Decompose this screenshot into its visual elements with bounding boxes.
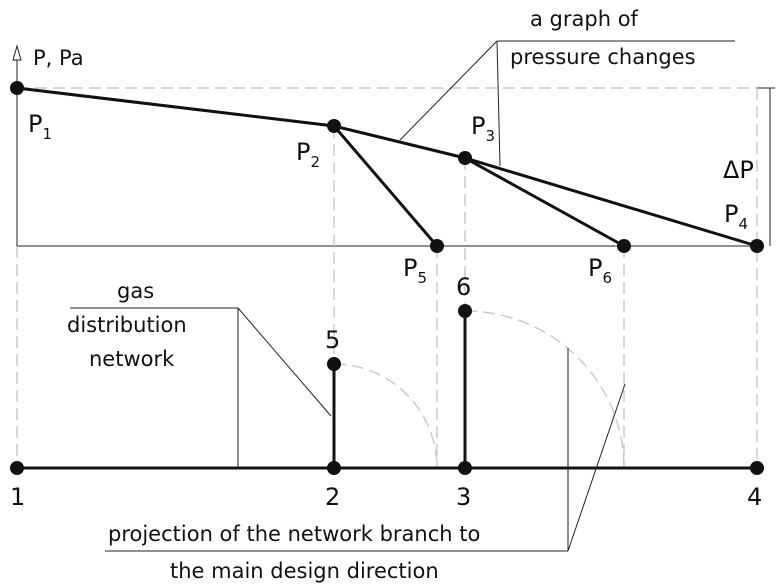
node-5-dot [327, 357, 341, 371]
node-4-dot [750, 461, 764, 475]
network-callout-line-1: gas [117, 279, 154, 303]
branch-6-projection-arc [464, 310, 625, 469]
point-p3-dot [458, 151, 472, 165]
graph-callout-leader-1 [399, 40, 498, 141]
delta-p-label: ΔP [723, 156, 754, 184]
network-callout-leader-2 [237, 307, 332, 417]
node-3-dot [458, 461, 472, 475]
graph-callout-line-1: a graph of [530, 7, 639, 31]
node-6-dot [458, 304, 472, 318]
point-p3-label: P3 [471, 112, 495, 145]
point-p4-dot [750, 239, 764, 253]
point-p2-dot [327, 119, 341, 133]
branch-3-6-pressure-line [464, 156, 625, 248]
branch-5-projection-arc [333, 363, 438, 469]
node-3-label: 3 [456, 483, 471, 511]
point-p6-label: P6 [588, 254, 612, 287]
point-p4-label: P4 [724, 200, 748, 233]
node-6-label: 6 [456, 273, 471, 301]
point-p6-dot [617, 239, 631, 253]
network-callout-line-2: distribution [67, 313, 187, 337]
point-p5-label: P5 [403, 254, 427, 287]
node-1-label: 1 [10, 483, 25, 511]
graph-callout-leader-2 [496, 40, 501, 167]
node-2-dot [327, 461, 341, 475]
branch-2-5-pressure-line [332, 125, 439, 247]
main-pressure-line [16, 86, 758, 248]
node-5-label: 5 [325, 326, 340, 354]
point-p2-label: P2 [296, 138, 320, 171]
projection-callout-line-2: the main design direction [170, 559, 439, 583]
pressure-axis-arrowhead [12, 44, 22, 61]
pressure-axis-label: P, Pa [33, 46, 84, 70]
point-p1-label: P1 [28, 110, 52, 143]
point-p5-dot [430, 239, 444, 253]
network-callout-line-3: network [89, 347, 175, 371]
projection-callout-leader-2 [567, 383, 626, 552]
projection-callout-line-1: projection of the network branch to [108, 522, 480, 546]
node-2-label: 2 [325, 483, 340, 511]
node-4-label: 4 [747, 483, 762, 511]
point-p1-dot [10, 81, 24, 95]
graph-callout-line-2: pressure changes [510, 45, 696, 69]
node-1-dot [10, 461, 24, 475]
